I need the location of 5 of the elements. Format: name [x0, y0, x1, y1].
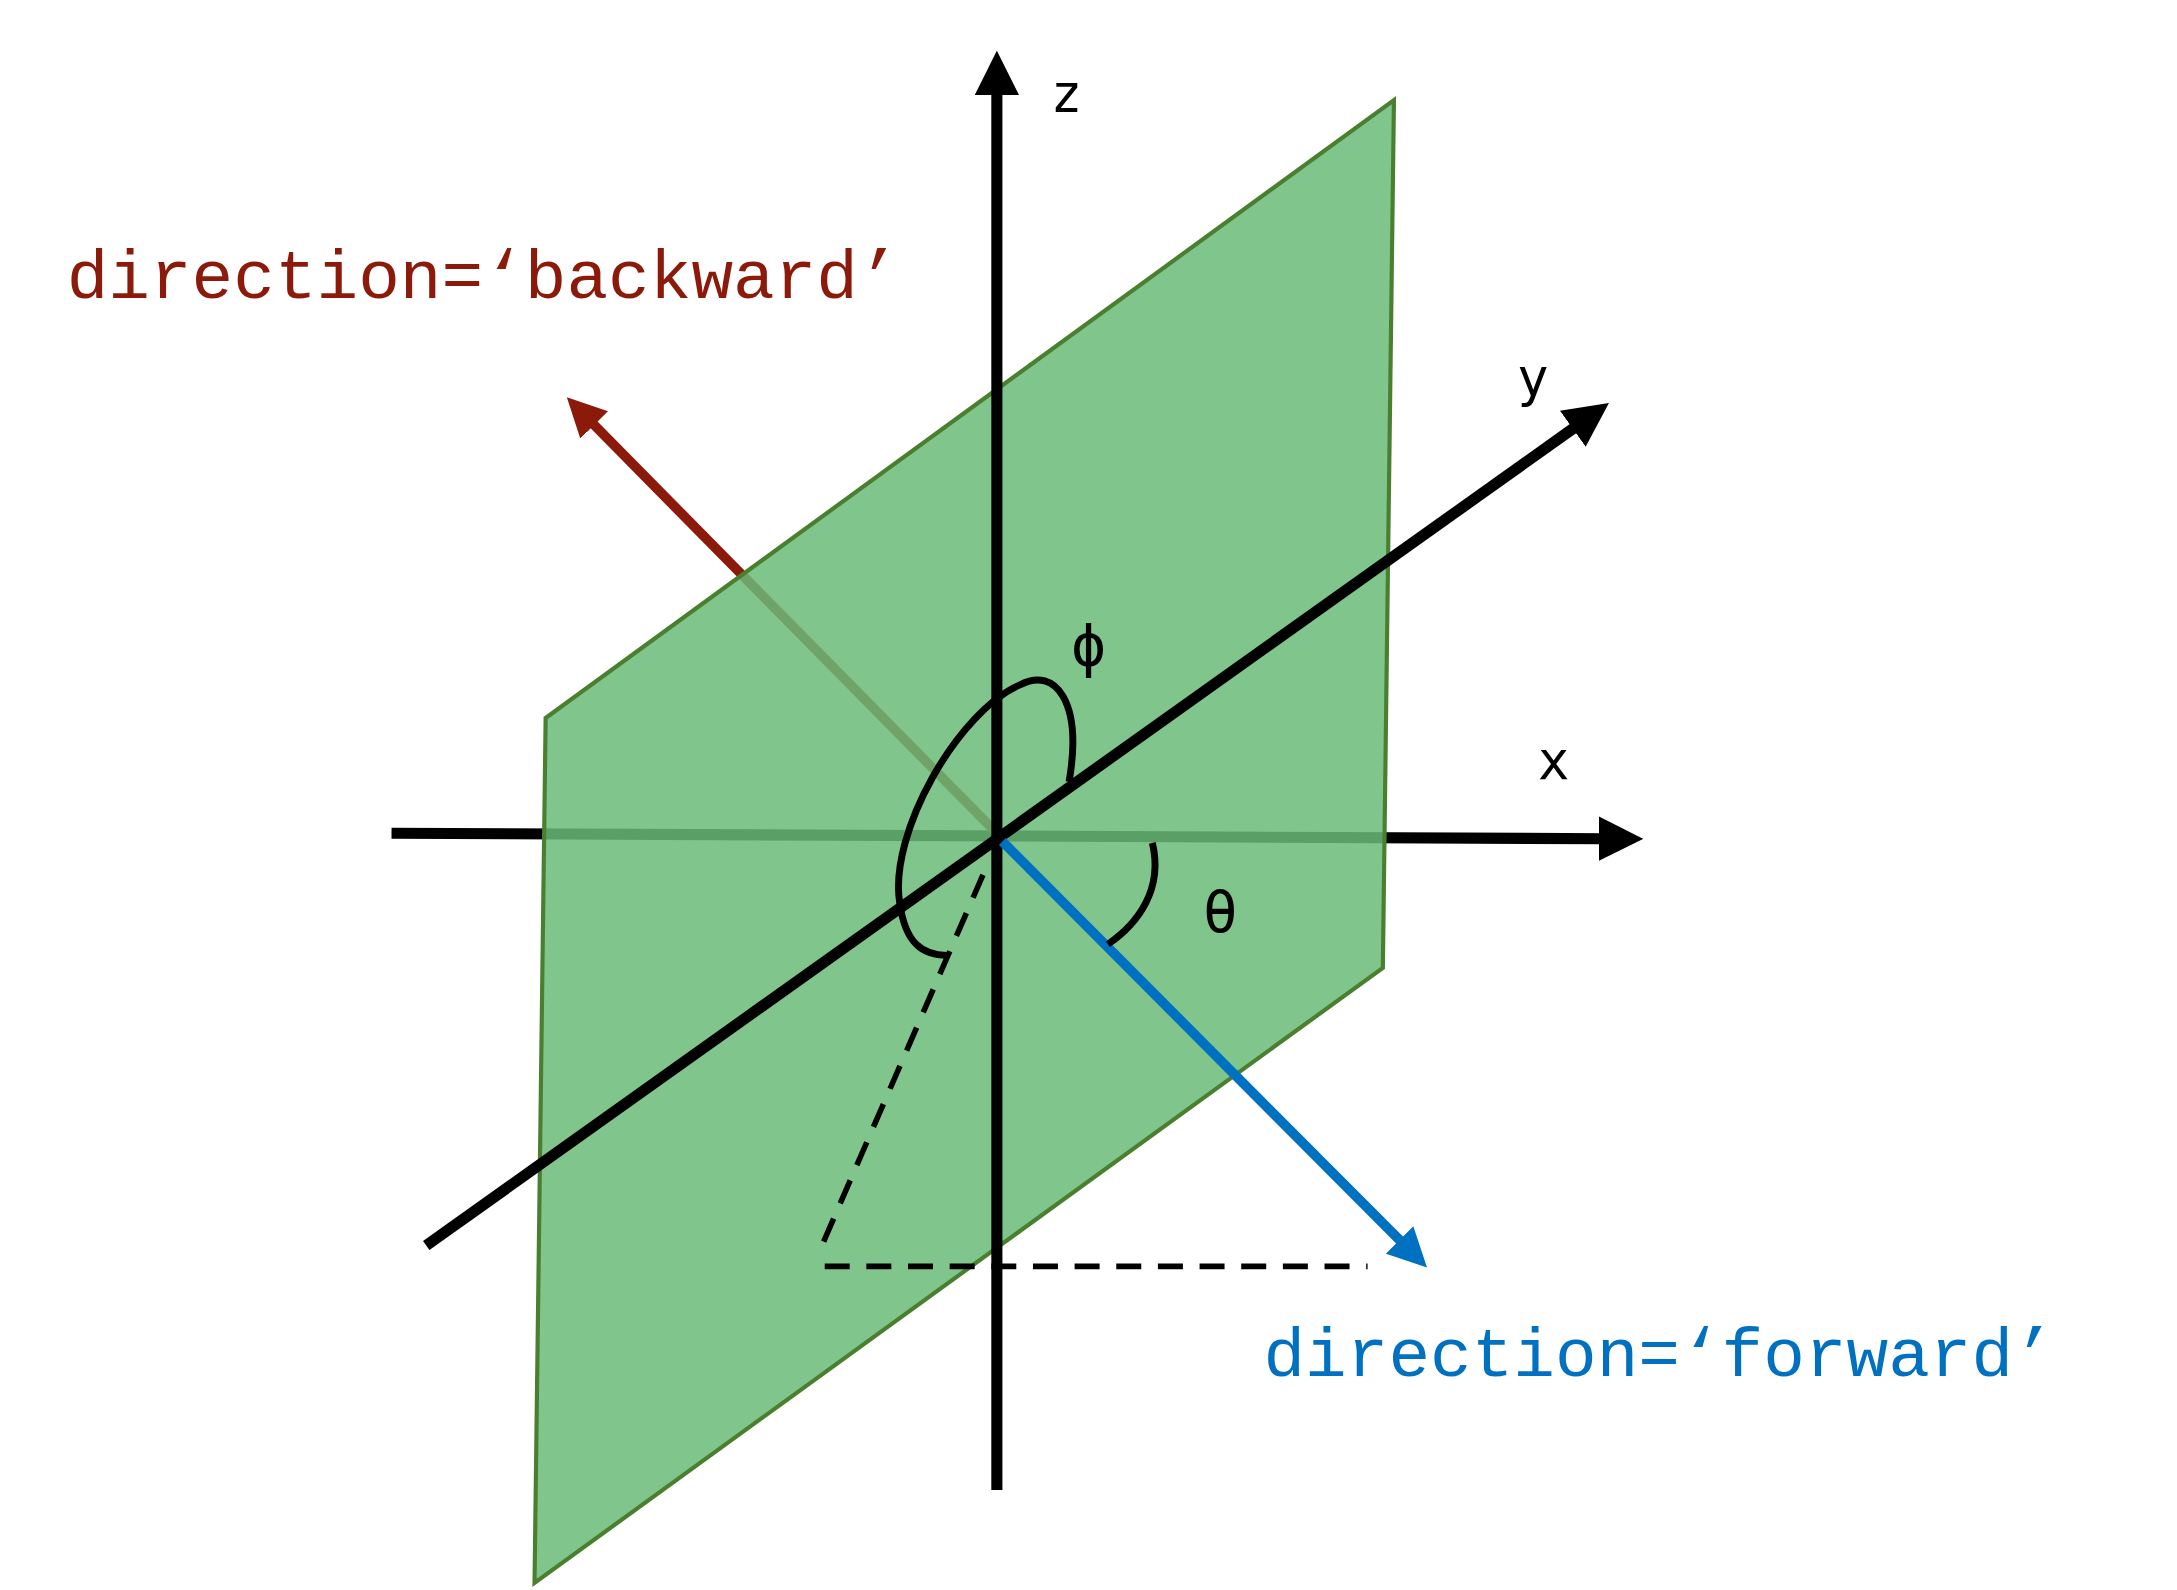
axis-label: z [1050, 68, 1083, 121]
direction-label: direction=‘backward’ [66, 245, 900, 316]
angle-label: θ [1202, 883, 1238, 942]
direction-label: direction=‘forward’ [1263, 1323, 2055, 1393]
axis-label: x [1537, 734, 1570, 788]
